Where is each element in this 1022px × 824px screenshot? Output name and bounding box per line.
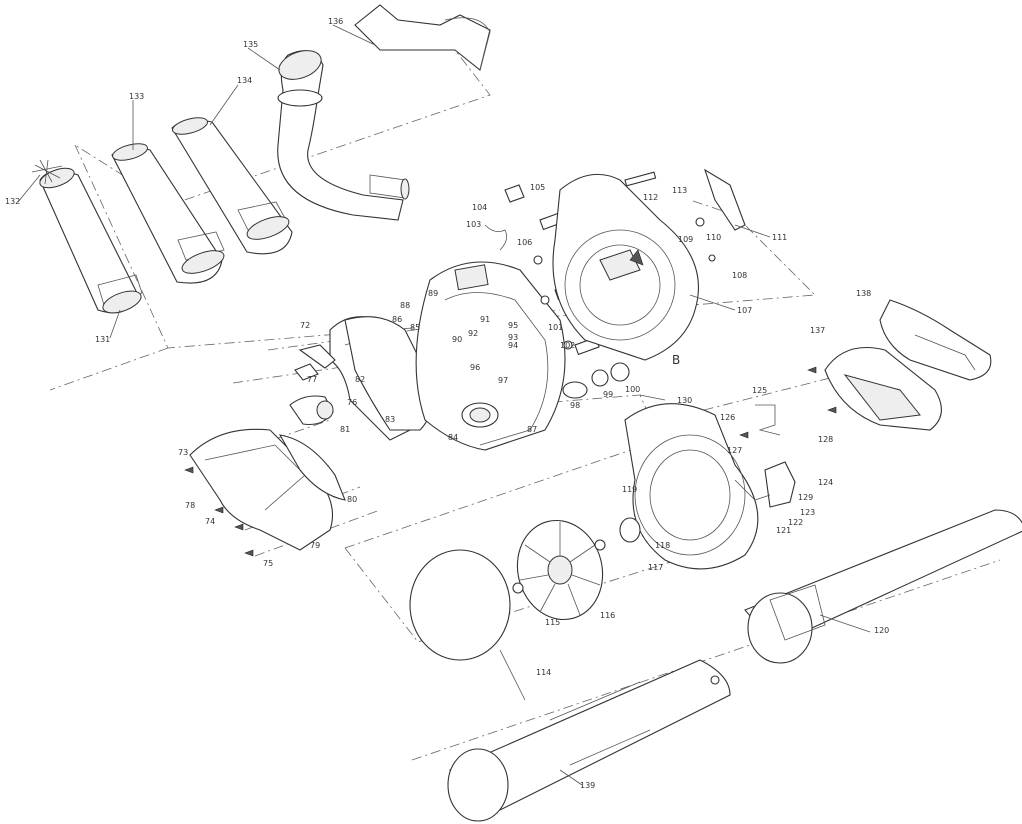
part-111-side-cover: [704, 168, 746, 231]
label-128: 128: [818, 435, 833, 444]
label-79: 79: [310, 541, 320, 550]
label-95: 95: [508, 321, 518, 330]
label-119: 119: [622, 485, 637, 494]
label-126: 126: [720, 413, 735, 422]
label-138: 138: [856, 289, 871, 298]
label-76: 76: [347, 398, 357, 407]
label-97: 97: [498, 376, 508, 385]
label-118: 118: [655, 541, 670, 550]
small-parts-108-113: [624, 171, 716, 262]
label-109: 109: [678, 235, 693, 244]
label-87: 87: [527, 425, 537, 434]
label-125: 125: [752, 386, 767, 395]
label-81: 81: [340, 425, 350, 434]
label-122: 122: [788, 518, 803, 527]
label-90: 90: [452, 335, 462, 344]
label-92: 92: [468, 329, 478, 338]
label-84: 84: [448, 433, 458, 442]
label-131: 131: [95, 335, 110, 344]
label-82: 82: [355, 375, 365, 384]
part-81-trigger-switch: [289, 395, 334, 426]
label-88: 88: [400, 301, 410, 310]
label-116: 116: [600, 611, 615, 620]
label-103: 103: [466, 220, 481, 229]
label-78: 78: [185, 501, 195, 510]
label-89: 89: [428, 289, 438, 298]
label-137: 137: [810, 326, 825, 335]
label-132: 132: [5, 197, 20, 206]
part-77-clip: [294, 363, 319, 381]
label-134: 134: [237, 76, 252, 85]
label-102: 102: [560, 341, 575, 350]
part-137-intake-grille: [824, 346, 942, 431]
label-139: 139: [580, 781, 595, 790]
label-120: 120: [874, 626, 889, 635]
part-120-outer-tube: [744, 509, 1022, 664]
label-85: 85: [410, 323, 420, 332]
label-115: 115: [545, 618, 560, 627]
label-106: 106: [517, 238, 532, 247]
label-96: 96: [470, 363, 480, 372]
label-114: 114: [536, 668, 551, 677]
label-108: 108: [732, 271, 747, 280]
label-127: 127: [727, 446, 742, 455]
label-74: 74: [205, 517, 215, 526]
label-105: 105: [530, 183, 545, 192]
label-113: 113: [672, 186, 687, 195]
label-83: 83: [385, 415, 395, 424]
label-107: 107: [737, 306, 752, 315]
label-121: 121: [776, 526, 791, 535]
label-B: B: [672, 353, 680, 367]
label-123: 123: [800, 508, 815, 517]
label-91: 91: [480, 315, 490, 324]
label-73: 73: [178, 448, 188, 457]
parts-121-125-switch: [734, 461, 796, 508]
part-132-tube-tip: [31, 159, 143, 314]
part-119-volute-housing: [624, 403, 759, 570]
label-77: 77: [307, 375, 317, 384]
label-110: 110: [706, 233, 721, 242]
label-104: 104: [472, 203, 487, 212]
label-100: 100: [625, 385, 640, 394]
part-114-disc: [409, 549, 511, 661]
part-129-inner-tube: [447, 659, 731, 822]
label-111: 111: [772, 233, 787, 242]
part-87-motor-housing: [415, 261, 566, 451]
label-124: 124: [818, 478, 833, 487]
label-135: 135: [243, 40, 258, 49]
label-130: 130: [677, 396, 692, 405]
label-129-small: 129: [798, 493, 813, 502]
parts-115-117-118: [512, 517, 641, 594]
label-80: 80: [347, 495, 357, 504]
leader-lines: [17, 24, 871, 786]
part-128-wire: [755, 404, 781, 436]
label-86: 86: [392, 315, 402, 324]
part-116-impeller: [516, 519, 604, 621]
label-117: 117: [648, 563, 663, 572]
label-136: 136: [328, 17, 343, 26]
label-93: 93: [508, 333, 518, 342]
part-79-handle-bottom: [189, 428, 334, 551]
screws: [184, 366, 837, 557]
label-72: 72: [300, 321, 310, 330]
label-112: 112: [643, 193, 658, 202]
part-134-tube: [171, 117, 293, 255]
label-75: 75: [263, 559, 273, 568]
part-107-fan-housing: [552, 173, 699, 361]
part-labels: 136 135 133 134 132 131 105 104 103 106 …: [5, 17, 889, 790]
label-99: 99: [603, 390, 613, 399]
part-80-handle-grip: [278, 434, 346, 501]
label-101: 101: [548, 323, 563, 332]
part-133-tube: [111, 143, 225, 284]
label-98: 98: [570, 401, 580, 410]
part-135-elbow-tube: [277, 50, 410, 221]
label-133: 133: [129, 92, 144, 101]
part-136-nozzle-sheet: [354, 4, 491, 71]
label-94: 94: [508, 341, 518, 350]
part-138-rear-cover: [879, 299, 992, 381]
part-85-small-bracket: [298, 344, 336, 369]
